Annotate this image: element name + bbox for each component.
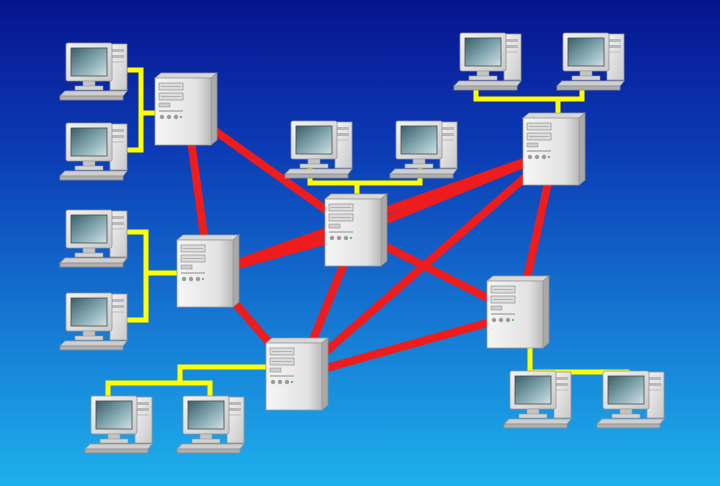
server-tower-icon-s3 (324, 193, 388, 267)
client-link-s1-0 (127, 67, 144, 153)
client-link-s4-1 (177, 364, 273, 386)
server-tower-icon-s2 (176, 234, 240, 308)
desktop-computer-icon-s2-2 (59, 292, 128, 351)
server-link-s4-s6 (294, 147, 559, 380)
server-link-s3-s6 (353, 147, 559, 236)
desktop-computer-icon-s6-2 (556, 32, 625, 91)
desktop-computer-icon-s1-1 (59, 42, 128, 101)
server-tower-icon-s6 (522, 112, 586, 186)
server-tower-icon-s4 (265, 337, 329, 411)
desktop-computer-icon-s3-1 (284, 120, 353, 179)
desktop-computer-icon-s5-1 (503, 370, 572, 429)
desktop-computer-icon-s6-1 (453, 32, 522, 91)
server-link-s4-s5 (294, 310, 523, 380)
client-link-s2-0 (121, 229, 149, 323)
server-tower-icon-s1 (154, 72, 218, 146)
server-tower-icon-s5 (486, 275, 550, 349)
desktop-computer-icon-s4-1 (84, 395, 153, 454)
desktop-computer-icon-s4-2 (176, 395, 245, 454)
desktop-computer-icon-s3-2 (389, 120, 458, 179)
desktop-computer-icon-s5-2 (596, 370, 665, 429)
client-link-s4-0 (105, 380, 213, 400)
desktop-computer-icon-s2-1 (59, 209, 128, 268)
desktop-computer-icon-s1-2 (59, 122, 128, 181)
client-link-s6-0 (473, 84, 585, 102)
